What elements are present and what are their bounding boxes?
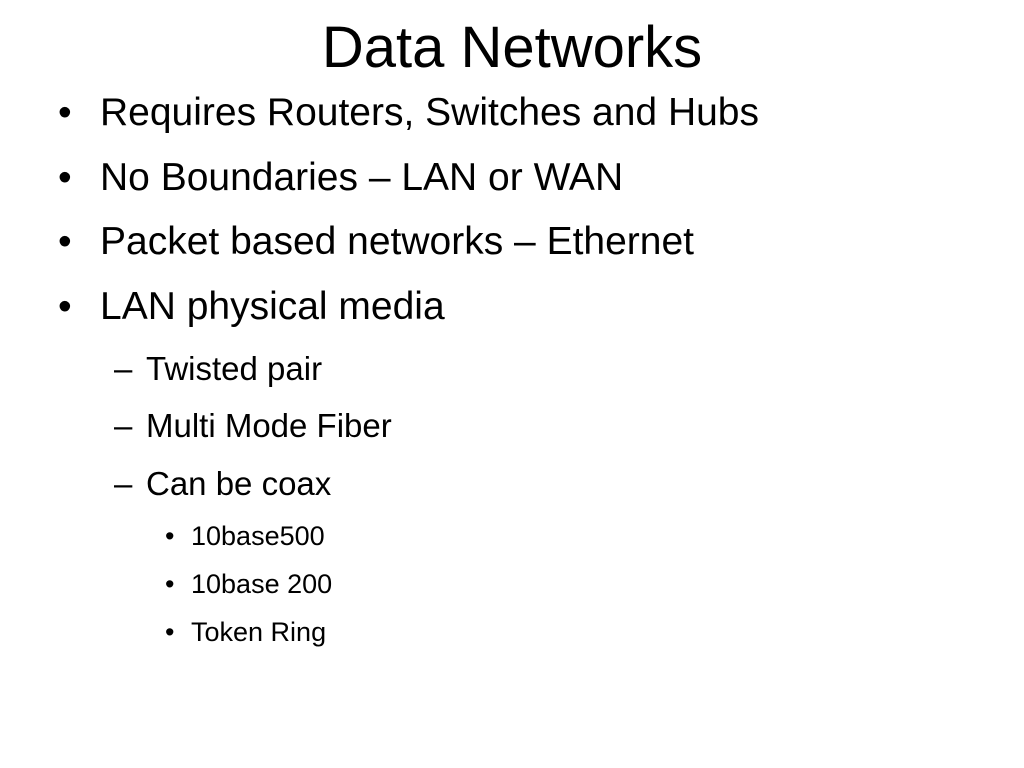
sub-sub-bullet-marker: • — [165, 617, 175, 647]
sub-bullet-text: Can be coax — [146, 465, 332, 502]
sub-bullet-text: Multi Mode Fiber — [146, 407, 392, 444]
bullet-text: Requires Routers, Switches and Hubs — [100, 91, 759, 134]
bullet-marker: • — [58, 220, 72, 263]
sub-bullet-marker: – — [114, 407, 133, 444]
bullet-text: LAN physical media — [100, 285, 445, 328]
sub-bullet-marker: – — [114, 465, 133, 502]
bullet-marker: • — [58, 91, 72, 134]
sub-sub-bullet-marker: • — [165, 569, 175, 599]
sub-sub-bullet-text: 10base 200 — [191, 569, 333, 599]
bullet-marker: • — [58, 285, 72, 328]
slide-title: Data Networks — [321, 15, 703, 80]
sub-sub-bullet-text: Token Ring — [191, 617, 327, 647]
bullet-text: Packet based networks – Ethernet — [100, 220, 695, 263]
bullet-text: No Boundaries – LAN or WAN — [100, 156, 624, 199]
sub-bullet-marker: – — [114, 350, 133, 387]
sub-sub-bullet-text: 10base500 — [191, 521, 325, 551]
sub-sub-bullet-marker: • — [165, 521, 175, 551]
bullet-marker: • — [58, 156, 72, 199]
sub-bullet-text: Twisted pair — [146, 350, 323, 387]
